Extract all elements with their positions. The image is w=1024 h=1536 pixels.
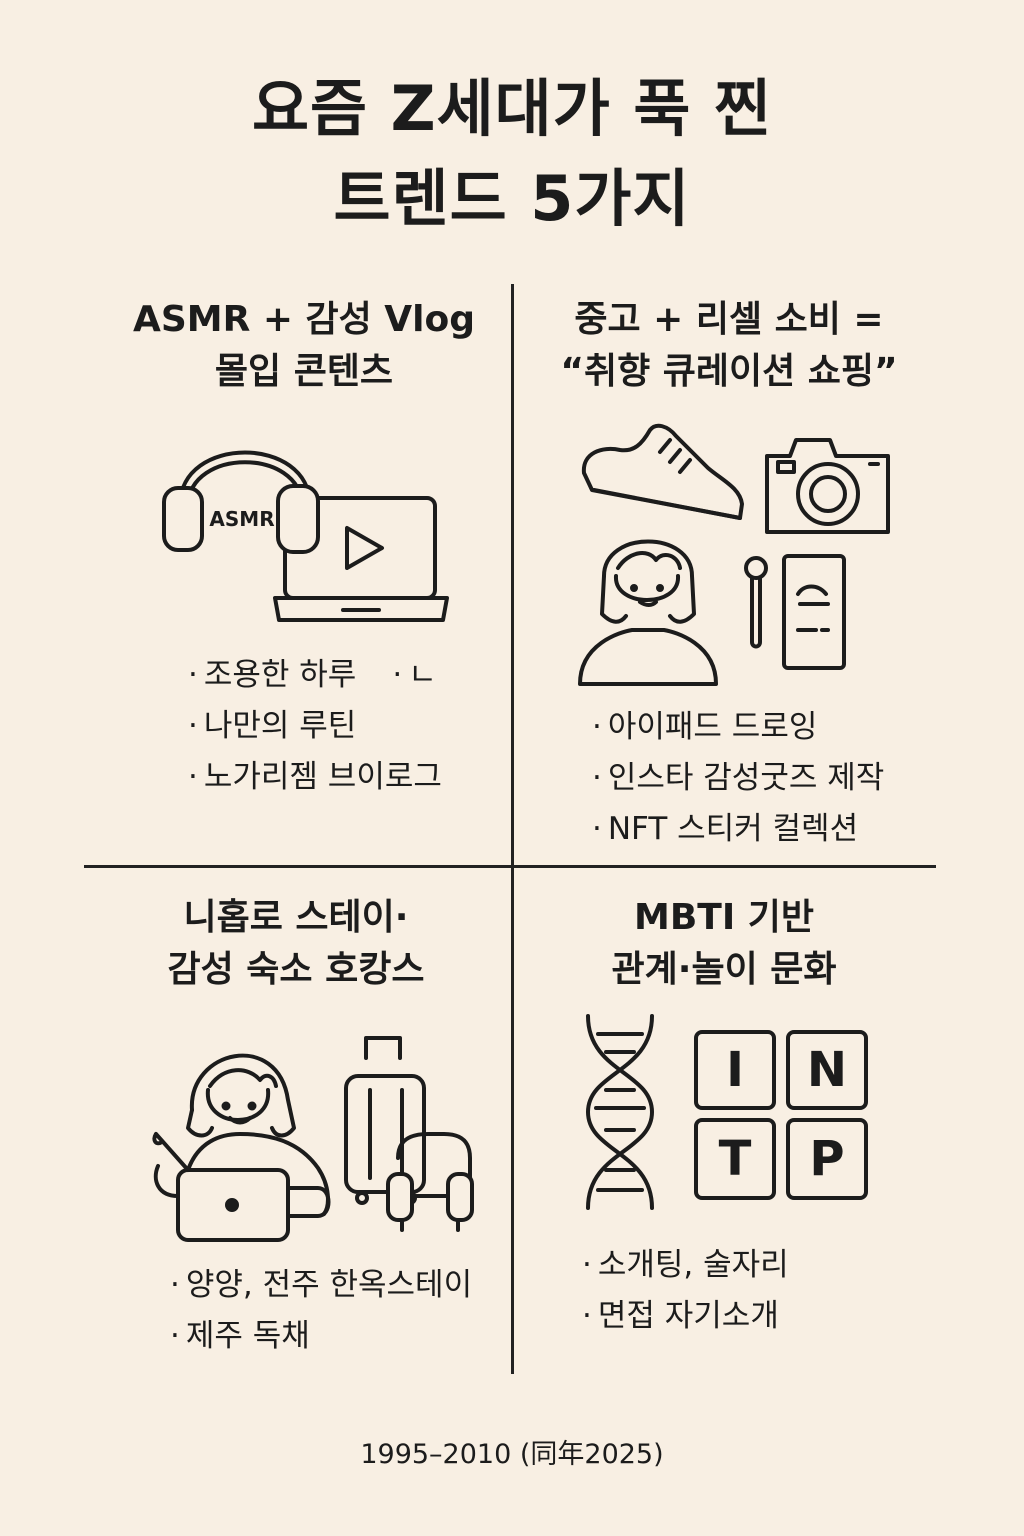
camera-icon — [767, 440, 888, 532]
section-heading-line2: 몰입 콘텐츠 — [214, 351, 394, 392]
page-title-line1: 요즘 Z세대가 푹 찐 — [252, 72, 772, 145]
bullet-list: 양양, 전주 한옥스테이 제주 독채 — [170, 1260, 472, 1362]
play-icon — [347, 528, 382, 568]
section-heading-line2: “취향 큐레이션 쇼핑” — [560, 351, 898, 392]
mbti-letter: I — [726, 1042, 744, 1098]
section-heading-line1: 니홉로 스테이· — [183, 897, 409, 938]
mbti-letter: P — [809, 1131, 845, 1187]
section-heading: 니홉로 스테이· 감성 숙소 호캉스 — [84, 892, 508, 996]
person-tablet-icon — [154, 1056, 328, 1240]
mbti-tile: T — [694, 1118, 776, 1200]
bullet-list: 소개팅, 술자리 면접 자기소개 — [582, 1240, 789, 1342]
resell-illustration — [572, 418, 902, 693]
sneaker-icon — [584, 426, 742, 518]
bullet-list: 아이패드 드로잉 인스타 감성굿즈 제작 NFT 스티커 컬렉션 — [592, 702, 884, 855]
asmr-label: ASMR — [209, 507, 274, 531]
mbti-letter: T — [718, 1131, 752, 1187]
mbti-letter: N — [806, 1042, 848, 1098]
bullet-item: NFT 스티커 컬렉션 — [592, 804, 884, 855]
section-heading: ASMR + 감성 Vlog 몰입 콘텐츠 — [84, 294, 524, 398]
stay-illustration — [148, 1010, 478, 1250]
page-title-line2: 트렌드 5가지 — [333, 162, 691, 235]
bullet-item: 면접 자기소개 — [582, 1291, 789, 1342]
bullet-item: 양양, 전주 한옥스테이 — [170, 1260, 472, 1311]
bullet-item: 나만의 루틴 — [188, 701, 442, 752]
section-heading-line1: ASMR + 감성 Vlog — [132, 299, 476, 340]
vertical-divider — [511, 284, 514, 1374]
person-icon — [580, 542, 716, 685]
section-heading-line2: 감성 숙소 호캉스 — [167, 949, 425, 990]
section-heading: 중고 + 리셀 소비 = “취향 큐레이션 쇼핑” — [514, 294, 944, 398]
section-heading-line1: MBTI 기반 — [634, 897, 814, 938]
bullet-item: ㄴ — [392, 650, 437, 701]
phone-icon — [784, 556, 844, 668]
horizontal-divider — [84, 865, 936, 868]
bullet-item: 소개팅, 술자리 — [582, 1240, 789, 1291]
laptop-icon — [275, 498, 447, 620]
footer-note: 1995–2010 (同年2025) — [360, 1439, 664, 1470]
dna-icon — [580, 1012, 660, 1212]
bullet-item: 인스타 감성굿즈 제작 — [592, 753, 884, 804]
bullet-item: 제주 독채 — [170, 1311, 472, 1362]
mbti-tile: P — [786, 1118, 868, 1200]
bullet-item: 아이패드 드로잉 — [592, 702, 884, 753]
mbti-tile: I — [694, 1030, 776, 1110]
armchair-icon — [388, 1134, 472, 1230]
bullet-list: 조용한 하루 ㄴ 나만의 루틴 노가리젬 브이로그 — [188, 650, 442, 803]
mbti-tile: N — [786, 1030, 868, 1110]
bullet-item: 조용한 하루 — [188, 650, 356, 701]
headphones-icon — [164, 453, 318, 553]
section-heading-line1: 중고 + 리셀 소비 = — [574, 299, 884, 340]
bullet-item: 노가리젬 브이로그 — [188, 752, 442, 803]
section-heading-line2: 관계·놀이 문화 — [611, 949, 837, 990]
asmr-vlog-illustration: ASMR — [150, 410, 460, 630]
section-heading: MBTI 기반 관계·놀이 문화 — [514, 892, 934, 996]
microphone-icon — [746, 558, 766, 647]
